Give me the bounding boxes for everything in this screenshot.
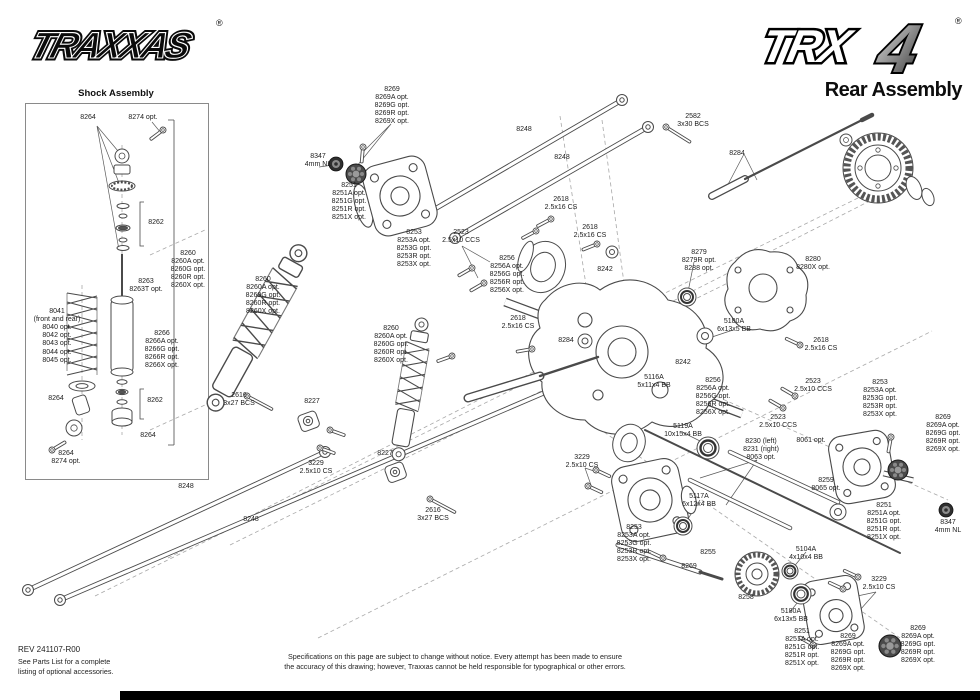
part-callout: 5180A 6x13x5 BB: [717, 318, 751, 334]
axle-knuckle-upper: [517, 240, 567, 294]
part-callout: 8284: [729, 150, 745, 157]
shock-mounts: [297, 410, 407, 483]
part-callout: 3229 2.5x10 CS: [565, 454, 599, 470]
trx-wordmark: TRX: [757, 20, 859, 71]
shock-assembly-title: Shock Assembly: [78, 88, 154, 99]
part-callout: 2523 2.5x10 CCS: [794, 378, 832, 394]
part-callout: 3229 2.5x10 CS: [299, 460, 333, 476]
part-callout: 8248: [243, 516, 259, 523]
part-callout: 5180A 6x13x5 BB: [774, 608, 808, 624]
part-callout: 8269: [681, 563, 697, 570]
axle-knuckle-lower: [612, 423, 646, 463]
part-callout: 2523 2.5x10 CCS: [442, 229, 480, 245]
part-callout: 8253 8253A opt. 8253G opt. 8253R opt. 82…: [862, 379, 898, 419]
half-shafts: [615, 429, 901, 581]
part-callout: 8251 8251A opt. 8251G opt. 8251R opt. 82…: [331, 182, 367, 222]
part-callout: 8061 opt.: [796, 437, 826, 444]
part-callout: 2616 3x27 BCS: [417, 507, 449, 523]
part-callout: 8274 opt.: [128, 114, 158, 121]
part-callout: 2582 3x30 BCS: [677, 113, 709, 129]
part-callout: 3229 2.5x10 CS: [862, 576, 896, 592]
part-callout: 8284: [558, 337, 574, 344]
part-callout: 5116A 5x11x4 BB: [637, 374, 671, 390]
part-callout: 8256 8256A opt. 8256G opt. 8256R opt. 82…: [489, 255, 525, 295]
leader-lines: [96, 121, 877, 613]
part-callout: 8260 8260A opt. 8260G opt. 8260R opt. 82…: [170, 250, 206, 290]
part-callout: 8248: [178, 483, 194, 490]
portal-gearbox-lower-left: [611, 458, 697, 542]
part-callout: 8266 8266A opt. 8266G opt. 8266R opt. 82…: [144, 330, 180, 370]
part-callout: 8259 8065 opt.: [811, 477, 841, 493]
footer-bar: [120, 691, 980, 700]
part-callout: 8251 8251A opt. 8251G opt. 8251R opt. 82…: [866, 502, 902, 542]
disclaimer-text: Specifications on this page are subject …: [284, 652, 626, 671]
part-callout: 5119A 10x15x4 BB: [664, 423, 702, 439]
part-callout: 8269 8269A opt. 8269G opt. 8269R opt. 82…: [830, 633, 866, 673]
portal-gearbox-right: [828, 429, 914, 505]
trx4-reg-mark: ®: [955, 16, 962, 26]
part-callout: 8227: [304, 398, 320, 405]
part-callout: 8041 (front and rear) 8040 opt. 8042 opt…: [33, 308, 81, 364]
part-callout: 8248: [516, 126, 532, 133]
part-callout: 8256 8256A opt. 8256G opt. 8256R opt. 82…: [695, 377, 731, 417]
shock-assembly-parts: [47, 125, 168, 455]
part-callout: 2618 2.5x16 CS: [544, 196, 578, 212]
traxxas-logo: TRAXXAS TRAXXAS ®: [23, 18, 223, 68]
traxxas-wordmark: TRAXXAS: [26, 25, 196, 66]
bearings: [577, 245, 847, 605]
label-brackets: [139, 119, 175, 446]
part-callout: 8251 8251A opt. 8251G opt. 8251R opt. 82…: [784, 628, 820, 668]
center-driveshafts: [463, 112, 875, 403]
part-callout: 5117A 6x12x4 BB: [682, 493, 716, 509]
part-callout: 8269 8269A opt. 8269G opt. 8269R opt. 82…: [374, 86, 410, 126]
part-callout: 8230 (left) 8231 (right) 8063 opt.: [743, 438, 779, 462]
differential-gear: [839, 132, 935, 207]
traxxas-wordmark-inline: TRAXXAS: [26, 25, 196, 66]
transfer-gear: [734, 551, 780, 597]
page-title: Rear Assembly: [824, 79, 963, 101]
trx4-logo: TRX 4 ®: [754, 10, 962, 82]
portal-gearbox-upper: [353, 155, 438, 237]
part-callout: 8347 4mm NL: [934, 519, 962, 535]
portal-gearbox-bottom: [801, 574, 865, 646]
part-callout: 8264 8274 opt.: [51, 450, 81, 466]
part-callout: 2523 2.5x10 CCS: [759, 414, 797, 430]
axle-housing: [503, 279, 744, 435]
shock-assembly-box: [25, 103, 209, 480]
part-callout: 8242: [675, 359, 691, 366]
part-callout: 8280 8280X opt.: [796, 256, 830, 272]
part-callout: 2618 2.5x16 CS: [501, 315, 535, 331]
part-callout: 8262: [148, 219, 164, 226]
part-callout: 8260 8260A opt. 8260G opt. 8260R opt. 82…: [373, 325, 409, 365]
part-callout: 8264: [140, 432, 156, 439]
part-callout: 8264: [48, 395, 64, 402]
part-callout: 8253 8253A opt. 8253G opt. 8253R opt. 82…: [616, 524, 652, 564]
part-callout: 8227: [377, 450, 393, 457]
part-callout: 8248: [554, 154, 570, 161]
part-callout: 8262: [147, 397, 163, 404]
diff-cover: [724, 249, 809, 332]
trx4-number: 4: [870, 11, 926, 82]
part-callout: 8255: [700, 549, 716, 556]
part-callout: 8253 8253A opt. 8253G opt. 8253R opt. 82…: [396, 229, 432, 269]
part-callout: 8264: [80, 114, 96, 121]
part-callout: 8260 8260A opt. 8260G opt. 8260R opt. 82…: [245, 276, 281, 316]
part-callout: 8279 8279R opt. 8288 opt.: [681, 249, 717, 273]
part-callout: 5104A 4x10x4 BB: [789, 546, 823, 562]
part-callout: 2618 2.5x16 CS: [573, 224, 607, 240]
part-callout: 8347 4mm NL: [304, 153, 332, 169]
part-callout: 2618 2.5x16 CS: [804, 337, 838, 353]
part-callout: 8263 8263T opt.: [129, 278, 163, 294]
part-callout: 2616 3x27 BCS: [223, 392, 255, 408]
part-callout: 8258: [738, 594, 754, 601]
part-callout: 8269 8269A opt. 8269G opt. 8269R opt. 82…: [900, 625, 936, 665]
part-callout: 8242: [597, 266, 613, 273]
revision-label: REV 241107-R00: [18, 645, 81, 654]
traxxas-reg-mark: ®: [216, 18, 223, 28]
part-callout: 8269 8269A opt. 8269G opt. 8269R opt. 82…: [925, 414, 961, 454]
parts-list-note: See Parts List for a complete listing of…: [18, 657, 114, 676]
